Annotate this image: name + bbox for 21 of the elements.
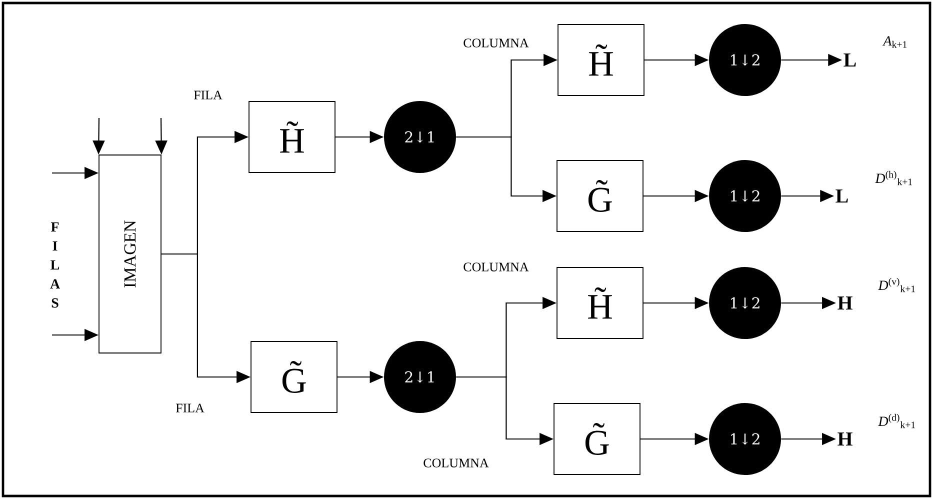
filter-box: G̃ (554, 403, 640, 475)
output-label: L (844, 53, 856, 67)
filter-box: G̃ (250, 341, 338, 413)
output-label: L (836, 189, 848, 203)
branch-label: COLUMNA (424, 458, 489, 468)
filter-box: H̃ (556, 267, 644, 339)
axis-label: F I L A S (50, 222, 60, 308)
subband-label: D$^{(d)}$k+1 (878, 414, 915, 428)
branch-label: COLUMNA (464, 38, 529, 48)
filter-box: H̃ (248, 101, 336, 173)
subband-label: D$^{(h)}$k+1 (875, 170, 912, 186)
output-label: H (838, 296, 852, 310)
branch-label: FILA (194, 90, 222, 100)
process-box: IMAGEN (98, 154, 162, 354)
branch-label: COLUMNA (464, 262, 529, 272)
branch-label: FILA (176, 404, 204, 412)
filter-box: H̃ (558, 24, 644, 96)
subband-label: A$_{k+1}$ (882, 36, 907, 48)
output-label: H (838, 432, 852, 446)
subband-label: D$^{(v)}$k+1 (878, 278, 915, 292)
filter-box: G̃ (556, 160, 644, 232)
